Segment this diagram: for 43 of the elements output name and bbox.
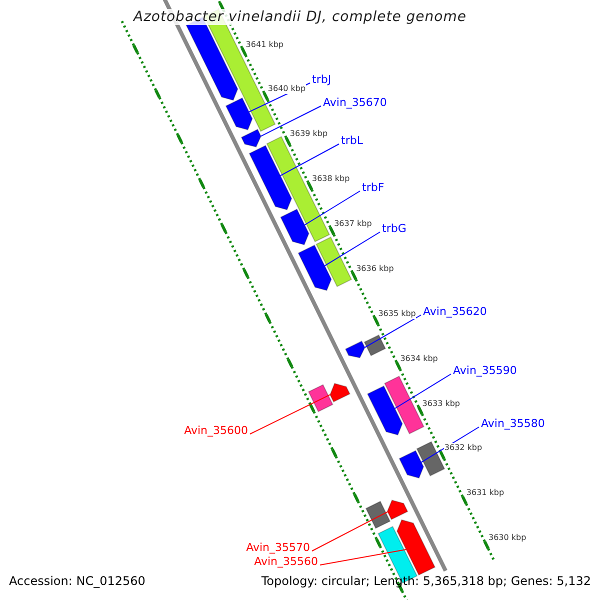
leader-line [304, 190, 360, 226]
gene-block [398, 450, 424, 479]
gene-block [240, 128, 262, 148]
scale-label: 3639 kbp [290, 129, 328, 140]
leader-line [260, 106, 322, 137]
gene-label: Avin_35570 [246, 541, 310, 554]
scale-label: 3635 kbp [378, 308, 416, 319]
scale-label: 3638 kbp [312, 174, 350, 184]
scale-label: 3634 kbp [400, 354, 438, 364]
gene-block [248, 144, 292, 210]
leader-line [420, 426, 480, 463]
gene-block [366, 385, 403, 436]
gene-label: Avin_35590 [453, 364, 517, 377]
scale-label: 3637 kbp [334, 219, 372, 229]
gene-block [298, 244, 332, 291]
scale-label: 3630 kbp [488, 533, 526, 544]
gene-label: Avin_35560 [254, 555, 318, 568]
gene-label: Avin_35600 [184, 424, 248, 437]
leader-line [320, 548, 407, 566]
gene-label: Avin_35670 [323, 96, 387, 109]
gene-label: trbF [362, 181, 384, 194]
scale-label: 3640 kbp [268, 84, 306, 94]
scale-label: 3631 kbp [466, 488, 504, 498]
leader-line [324, 232, 380, 266]
gene-label: Avin_35620 [423, 305, 487, 318]
gene-block [396, 519, 436, 576]
gene-block [344, 340, 366, 358]
gene-block [280, 208, 310, 246]
leader-line [250, 394, 331, 434]
leader-line [364, 314, 422, 348]
accession-text: Accession: NC_012560 [9, 574, 146, 588]
gene-block [225, 97, 253, 130]
gene-label: trbJ [312, 73, 332, 86]
gene-block [386, 500, 408, 520]
gene-label: trbG [382, 222, 406, 235]
leader-line [394, 374, 452, 409]
gene-block [330, 382, 350, 402]
leader-line [312, 511, 388, 552]
scale-label: 3632 kbp [444, 443, 482, 454]
leader-line [280, 144, 340, 176]
gene-label: Avin_35580 [481, 417, 545, 430]
title: Azotobacter vinelandii DJ, complete genome [134, 9, 466, 25]
gene-label: trbL [341, 134, 363, 147]
